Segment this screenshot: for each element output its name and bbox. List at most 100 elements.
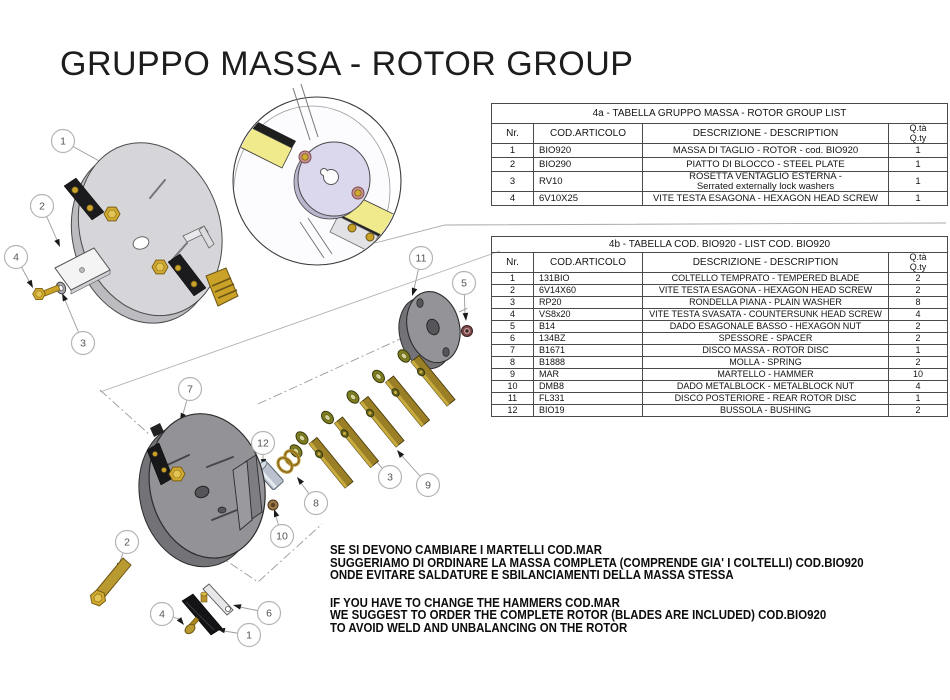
cell-nr: 1	[491, 143, 534, 158]
cell-code: BIO920	[533, 143, 643, 158]
table-title: 4a - TABELLA GRUPPO MASSA - ROTOR GROUP …	[490, 103, 949, 124]
table-title-row: 4b - TABELLA COD. BIO920 - LIST COD. BIO…	[490, 236, 949, 253]
callout-6: 6	[256, 600, 282, 626]
cell-qty: 2	[887, 320, 949, 333]
note-line: TO AVOID WELD AND UNBALANCING ON THE ROT…	[330, 619, 628, 635]
cell-nr: 12	[491, 404, 534, 417]
cell-nr: 3	[491, 296, 534, 309]
cell-code: 131BIO	[533, 272, 643, 285]
small-hole	[217, 506, 227, 514]
col-header-code: COD.ARTICOLO	[533, 252, 643, 273]
cell-qty: 2	[887, 332, 949, 345]
cell-code: B1888	[533, 356, 643, 369]
rotor-disc	[70, 142, 223, 324]
bracket-v	[182, 225, 215, 249]
callout-3: 3	[70, 330, 96, 356]
svg-text:12: 12	[257, 438, 269, 450]
metalblock	[205, 267, 239, 307]
callout-4: 4	[3, 244, 29, 270]
callout-1: 1	[50, 128, 76, 154]
cell-desc: ROSETTA VENTAGLIO ESTERNA -Serrated exte…	[642, 171, 889, 192]
cell-qty: 1	[887, 344, 949, 357]
cell-nr: 3	[491, 171, 534, 192]
col-header-nr: Nr.	[491, 252, 534, 273]
cell-desc: MARTELLO - HAMMER	[642, 368, 889, 381]
cell-desc: MASSA DI TAGLIO - ROTOR - cod. BIO920	[642, 143, 889, 158]
svg-text:4: 4	[13, 252, 19, 264]
cell-nr: 1	[491, 272, 534, 285]
cell-code: 6V14X60	[533, 284, 643, 297]
cell-nr: 9	[491, 368, 534, 381]
callout-2: 2	[29, 193, 55, 219]
cell-code: RP20	[533, 296, 643, 309]
cell-desc: DISCO MASSA - ROTOR DISC	[642, 344, 889, 357]
cell-code: FL331	[533, 392, 643, 405]
plain-washer	[344, 387, 362, 407]
cell-nr: 2	[491, 284, 534, 297]
svg-text:6: 6	[266, 608, 272, 620]
cell-qty: 1	[887, 392, 949, 405]
exploded-view-rotor-top	[32, 142, 239, 324]
svg-text:11: 11	[416, 253, 427, 265]
cell-qty: 2	[887, 404, 949, 417]
tempered-blade	[181, 591, 223, 636]
cell-qty: 10	[887, 368, 949, 381]
col-header-desc: DESCRIZIONE - DESCRIPTION	[642, 123, 889, 144]
hub-screws	[298, 150, 365, 200]
svg-text:2: 2	[124, 537, 130, 549]
cell-desc: VITE TESTA SVASATA - COUNTERSUNK HEAD SC…	[642, 308, 889, 321]
cell-desc: SPESSORE - SPACER	[642, 332, 889, 345]
cell-code: 6V10X25	[533, 191, 643, 206]
table-header-row: Nr. COD.ARTICOLO DESCRIZIONE - DESCRIPTI…	[491, 252, 949, 273]
cell-qty: 2	[887, 284, 949, 297]
cell-nr: 10	[491, 380, 534, 393]
hex-head-screw	[32, 284, 61, 300]
callout-10: 10	[269, 523, 295, 549]
slot-lines-upper	[292, 83, 319, 141]
svg-text:10: 10	[276, 531, 288, 543]
cell-qty: 1	[887, 171, 949, 192]
steel-plate	[54, 247, 111, 295]
svg-text:1: 1	[246, 630, 252, 642]
hex-bolt	[103, 206, 121, 222]
hex-bolt	[151, 259, 169, 275]
svg-text:7: 7	[187, 384, 193, 396]
cell-nr: 5	[491, 320, 534, 333]
plain-washer	[369, 367, 388, 386]
cell-desc: RONDELLA PIANA - PLAIN WASHER	[642, 296, 889, 309]
cell-nr: 6	[491, 332, 534, 345]
spacer-strip	[202, 583, 234, 616]
callout-5: 5	[451, 270, 477, 296]
countersunk-screw	[184, 616, 200, 635]
spring	[276, 449, 301, 474]
plain-washer	[318, 408, 337, 427]
cell-code: DMB8	[533, 380, 643, 393]
hammer	[334, 416, 379, 468]
note-line: WE SUGGEST TO ORDER THE COMPLETE ROTOR (…	[330, 607, 827, 623]
rotor-disc-main	[138, 413, 266, 568]
note-line: SE SI DEVONO CAMBIARE I MARTELLI COD.MAR	[330, 542, 603, 557]
hammer-mount-upper	[63, 177, 105, 221]
notes: SE SI DEVONO CAMBIARE I MARTELLI COD.MAR…	[330, 542, 864, 635]
keyed-hole	[320, 168, 339, 185]
callouts: 1 2 4 3 7 11 5 12 8 10 2 4 6 1 3 9	[3, 128, 477, 648]
cell-code: MAR	[533, 368, 643, 381]
rear-rotor-disc	[398, 291, 461, 370]
cell-desc: PIATTO DI BLOCCO - STEEL PLATE	[642, 157, 889, 172]
note-line: ONDE EVITARE SALDATURE E SBILANCIAMENTI …	[330, 567, 734, 583]
cell-qty: 1	[887, 191, 949, 206]
col-header-nr: Nr.	[491, 123, 534, 144]
cell-code: B14	[533, 320, 643, 333]
